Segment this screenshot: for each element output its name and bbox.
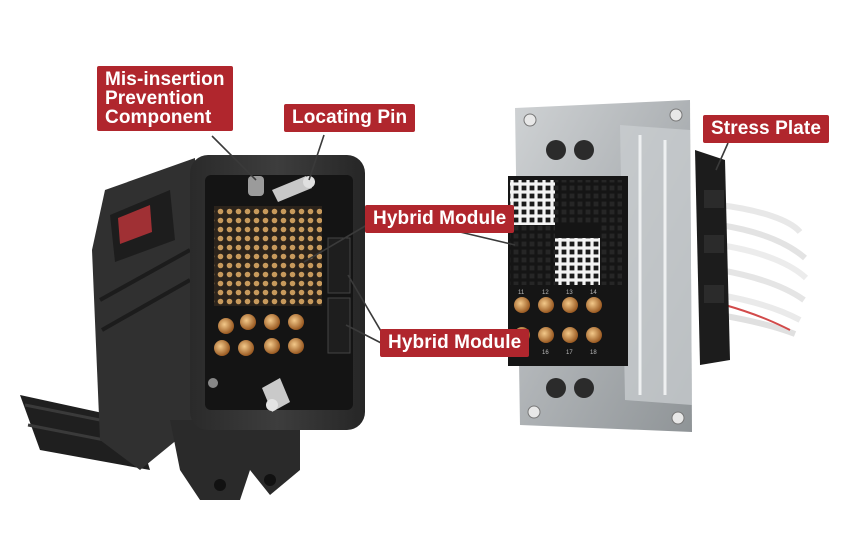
contact-number: 16 (542, 350, 549, 356)
locating-pin-top (272, 176, 312, 202)
callout-locating-pin: Locating Pin (284, 104, 416, 132)
stress-plate (695, 150, 730, 365)
callout-line: Prevention (105, 88, 205, 109)
callout-line: Mis-insertion (105, 69, 225, 90)
leader-hybrid-bottom-b (345, 324, 386, 346)
contact-number: 18 (590, 350, 597, 356)
mis-insertion-key (248, 176, 264, 196)
left-connector (20, 155, 365, 500)
leader-stress-plate (715, 142, 729, 171)
contact-number: 11 (518, 290, 525, 296)
mount-bracket (170, 420, 300, 500)
leader-locating-pin (308, 134, 325, 181)
hybrid-module-white-lower (555, 238, 600, 285)
callout-leader-lines (211, 134, 729, 346)
callout-hybrid-module-top: Hybrid Module (365, 205, 515, 233)
hybrid-slot-top (327, 237, 351, 294)
callout-hybrid-module-bottom: Hybrid Module (380, 329, 530, 357)
contact-number: 13 (566, 290, 573, 296)
contact-number: 14 (590, 290, 597, 296)
callout-mis-insertion-prevention: Mis-insertion Prevention Component (97, 66, 233, 131)
contact-number: 12 (542, 290, 549, 296)
power-pins (214, 314, 304, 356)
hybrid-module-white-upper (510, 180, 555, 225)
leader-hybrid-bottom-a (347, 274, 386, 339)
wire-bundle (719, 202, 809, 337)
leader-hybrid-left-top (303, 221, 373, 263)
hybrid-slot-bottom (327, 297, 351, 354)
contact-number: 17 (566, 350, 573, 356)
leader-mis-insertion (211, 135, 257, 181)
right-connector: 11 12 13 14 15 16 17 18 (508, 100, 809, 432)
signal-pin-field (214, 206, 322, 306)
clear-shell (620, 125, 692, 405)
callout-line: Component (105, 107, 212, 128)
callout-stress-plate: Stress Plate (703, 115, 829, 143)
leader-hybrid-right (459, 231, 516, 246)
